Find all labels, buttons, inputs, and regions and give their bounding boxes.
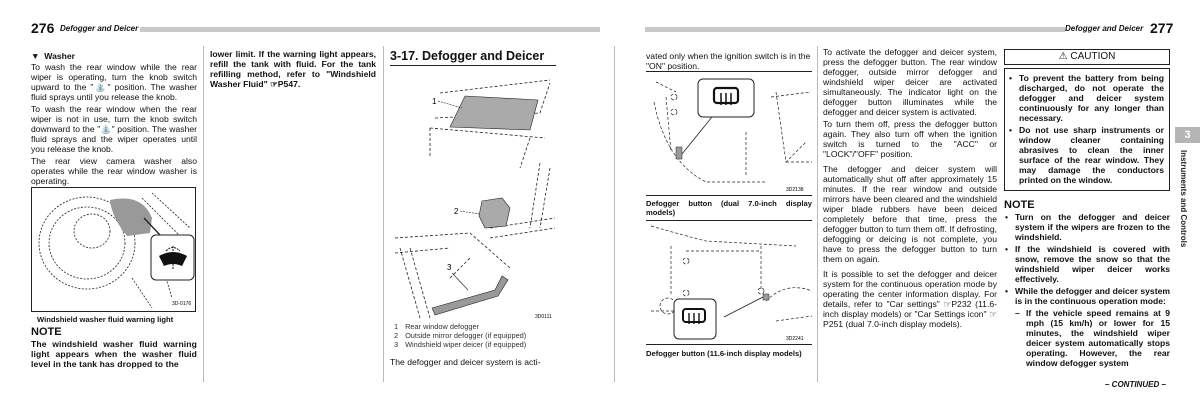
dashboard-illustration: 3D2241 [650,225,813,342]
dashboard-illustration: 3D2138 [653,78,812,193]
caution-title: CAUTION [1070,51,1116,62]
paragraph: The defogger and deicer system is acti- [390,357,541,367]
running-header-left: Defogger and Deicer [60,24,139,33]
column-washer: ▼ Washer To wash the rear window while t… [31,51,197,188]
figure-caption: Defogger button (11.6-inch display model… [646,349,802,358]
paragraph: To wash the rear window while the rear w… [31,62,197,102]
figure-code: 3D0111 [535,314,552,320]
vehicle-defogger-illustration: 1 2 3 3D0111 [394,79,556,320]
paragraph: It is possible to set the defogger and d… [823,269,997,329]
note-text: The windshield washer fluid warning ligh… [31,339,197,369]
figure-code: 3D2138 [786,187,804,193]
section-title: 3-17. Defogger and Deicer [390,49,556,66]
figure-defogger-button-7in: 3D2138 [646,71,812,196]
legend-item: 1 Rear window defogger [394,322,480,331]
callout-label: 3 [447,263,452,272]
running-header-right: Defogger and Deicer [1065,24,1144,33]
callout-label: 1 [432,97,437,106]
paragraph: The defogger and deicer system will auto… [823,164,997,264]
warning-triangle-icon: ⚠ [1058,51,1068,62]
note-continuation: lower limit. If the warning light appear… [210,49,376,89]
figure-defogger-locations: 1 2 3 3D0111 [390,68,556,320]
figure-legend: 1 Rear window defogger 2 Outside mirror … [390,322,560,349]
figure-caption: Defogger button (dual 7.0-inch display m… [646,199,812,217]
figure-defogger-button-11in: 3D2241 [646,220,813,345]
figure-code: 3D2241 [786,336,804,342]
washer-heading: ▼ Washer [31,51,197,61]
paragraph: To wash the rear window when the rear wi… [31,104,197,154]
chapter-tab-label: Instruments and Controls [1179,150,1188,248]
header-rule [645,27,1065,32]
figure-washer-warning-light: 3D-0176 [31,187,196,312]
callout-label: 2 [454,207,459,216]
note-title: NOTE [31,326,62,338]
paragraph: To activate the defogger and deicer syst… [823,47,997,117]
rear-defogger-icon [682,308,706,324]
caution-item: Do not use sharp instruments or window c… [1008,125,1164,185]
column-divider [383,46,384,382]
rear-defogger-icon [712,86,740,105]
column-defogger-operation: To activate the defogger and deicer syst… [823,47,997,331]
column-divider [614,46,615,382]
page-number-right: 277 [1150,20,1174,36]
legend-item: 2 Outside mirror defogger (if equipped) [394,331,527,340]
steering-wheel-illustration: 3D-0176 [38,192,195,309]
chapter-tab[interactable]: 3 [1175,127,1200,143]
header-rule [140,27,600,32]
figure-caption: Windshield washer fluid warning light [37,315,174,324]
continued-label: – CONTINUED – [1105,380,1166,389]
note-item: While the defogger and deicer system is … [1004,286,1170,306]
legend-item: 3 Windshield wiper deicer (if equipped) [394,340,527,349]
triangle-marker-icon: ▼ [31,51,40,61]
note-subitem: If the vehicle speed remains at 9 mph (1… [1004,308,1170,368]
paragraph: vated only when the ignition switch is i… [646,51,811,71]
heading-text: Washer [44,51,76,61]
note-item: Turn on the defogger and deicer system i… [1004,212,1170,242]
caution-box: To prevent the battery from being discha… [1004,68,1170,191]
column-divider [203,46,204,382]
caution-header: ⚠ CAUTION [1004,49,1170,65]
paragraph: The rear view camera washer also operate… [31,156,197,186]
page-number-left: 276 [31,20,55,36]
caution-item: To prevent the battery from being discha… [1008,73,1164,123]
paragraph: To turn them off, press the defogger but… [823,119,997,159]
note-title: NOTE [1004,199,1035,211]
figure-code: 3D-0176 [172,301,191,307]
column-divider [817,46,818,382]
note-list: Turn on the defogger and deicer system i… [1004,212,1170,368]
note-item: If the windshield is covered with snow, … [1004,244,1170,284]
washer-warning-icon [159,246,187,270]
